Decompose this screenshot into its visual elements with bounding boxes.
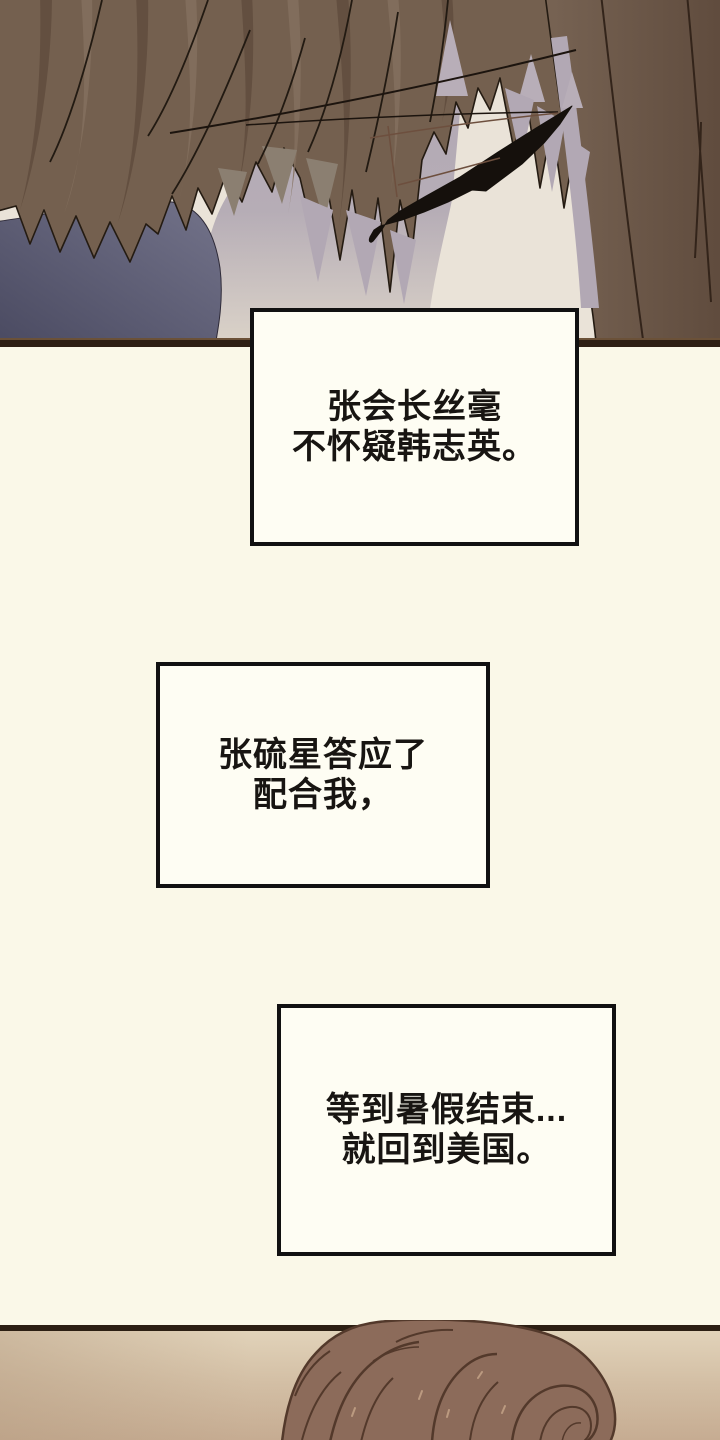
- manga-panel-art-bottom: [0, 1320, 720, 1440]
- eyelid-crease-lines: [369, 112, 559, 198]
- closed-eye: [368, 105, 573, 243]
- top-panel-illustration: [0, 0, 720, 347]
- manga-panel-art-top: [0, 0, 720, 347]
- dialogue-line: 不怀疑韩志英。: [292, 428, 537, 466]
- hair-gap-highlights: [436, 20, 583, 108]
- hair-strand-lines: [49, 0, 449, 195]
- dialogue-line: 就回到美国。: [341, 1131, 552, 1169]
- dialogue-line: 张会长丝毫: [327, 387, 502, 426]
- hair-side-band-strands: [600, 0, 712, 347]
- dialogue-line: 等到暑假结束...: [325, 1090, 568, 1129]
- bottom-hair: [280, 1320, 617, 1440]
- bottom-panel-illustration: [0, 1320, 720, 1440]
- hair-highlight-spikes: [218, 146, 338, 222]
- bottom-hair-strands-fine: [372, 1346, 582, 1440]
- dialogue-line: 张硫星答应了: [218, 735, 428, 774]
- hair-dark-streaks: [20, 0, 454, 232]
- bottom-hair-highlights: [351, 1371, 506, 1418]
- narration-box-1: 张会长丝毫 不怀疑韩志英。: [250, 308, 579, 546]
- long-hair-strand-line-2: [245, 111, 559, 126]
- long-hair-strand-line: [169, 49, 577, 134]
- narration-box-3: 等到暑假结束... 就回到美国。: [277, 1004, 616, 1256]
- narration-box-2: 张硫星答应了 配合我，: [156, 662, 490, 888]
- bottom-hair-strands: [294, 1328, 593, 1440]
- dialogue-line: 配合我，: [253, 776, 393, 814]
